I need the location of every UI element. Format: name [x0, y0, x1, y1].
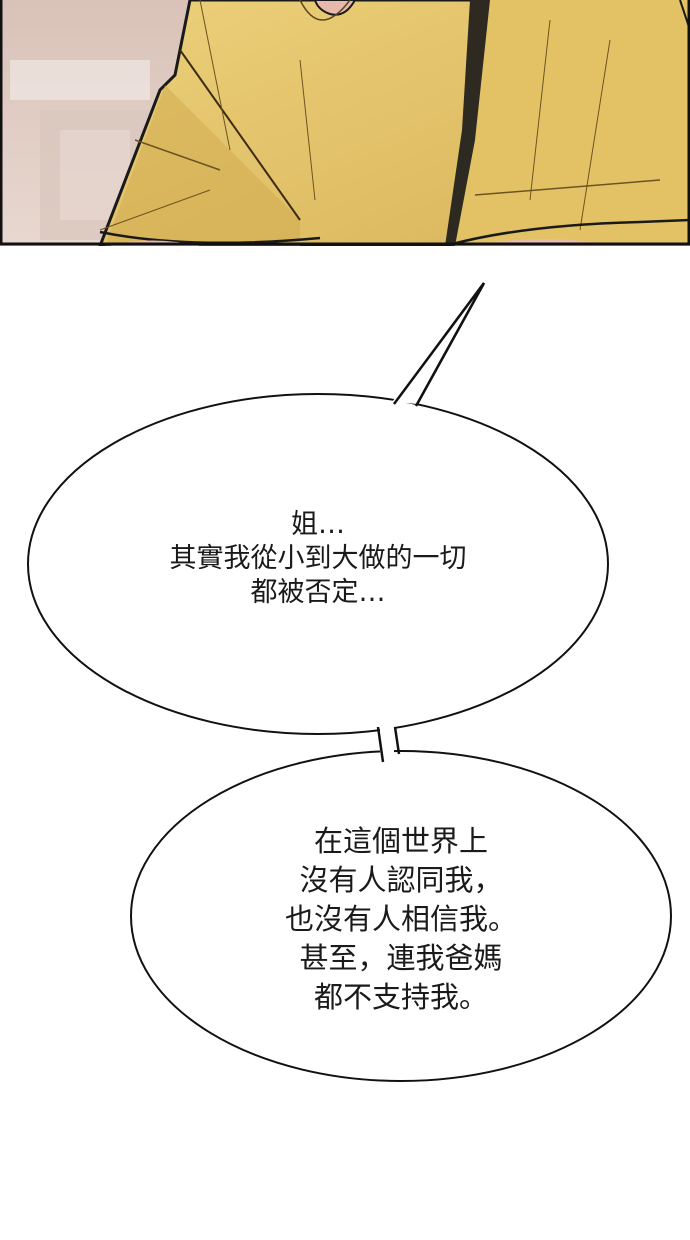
speech-bubble-1-text: 姐… 其實我從小到大做的一切 都被否定…	[28, 508, 608, 610]
dialogue-line: 都被否定…	[250, 577, 386, 608]
dialogue-line: 都不支持我。	[313, 980, 488, 1014]
speech-bubble-2-text: 在這個世界上 沒有人認同我， 也沒有人相信我。 甚至，連我爸媽 都不支持我。	[130, 822, 672, 1017]
speech-bubble-2	[130, 750, 672, 1082]
comic-panel-illustration	[0, 0, 690, 246]
dialogue-line: 沒有人認同我，	[299, 863, 503, 897]
speech-bubble-1	[27, 393, 609, 735]
dialogue-line: 也沒有人相信我。	[284, 902, 517, 936]
dialogue-line: 甚至，連我爸媽	[299, 941, 503, 975]
dialogue-line: 在這個世界上	[313, 824, 488, 858]
dialogue-line: 姐…	[291, 509, 345, 540]
dialogue-line: 其實我從小到大做的一切	[169, 543, 467, 574]
illustration-shirt	[0, 0, 690, 246]
